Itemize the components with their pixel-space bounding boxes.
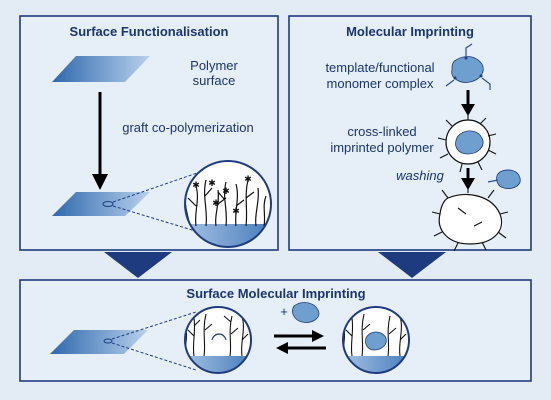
panel-title: Surface Molecular Imprinting [186, 286, 365, 301]
crosslinked-polymer [437, 112, 497, 173]
svg-text:✱: ✱ [244, 175, 252, 185]
template-molecule [292, 302, 320, 323]
surface-cavity-bound [342, 306, 410, 374]
svg-text:✱: ✱ [208, 179, 216, 189]
complex-label-line2: monomer complex [327, 76, 434, 91]
surface-cavity-empty [184, 306, 252, 374]
zoom-spot [102, 201, 114, 207]
grafting-arrow [92, 92, 108, 190]
svg-text:✱: ✱ [212, 199, 220, 209]
panel-surface-functionalisation: Surface Functionalisation Polymer surfac… [19, 15, 279, 251]
released-template [487, 169, 521, 189]
svg-text:✱: ✱ [232, 207, 240, 217]
polymer-surface-slab [52, 56, 150, 82]
polymer-surface-label-line1: Polymer [190, 58, 238, 73]
template-monomer-complex [445, 43, 491, 90]
panel-molecular-imprinting: Molecular Imprinting template/functional… [288, 15, 532, 252]
washing-label: washing [396, 168, 444, 183]
complex-label-line1: template/functional [325, 60, 434, 75]
grafted-surface-slab [52, 192, 150, 216]
grafted-chains-zoom: ✱ ✱ ✱ ✱ ✱ ✱ [184, 160, 272, 248]
panel-title: Surface Functionalisation [70, 24, 229, 39]
panel-surface-molecular-imprinting: Surface Molecular Imprinting [19, 279, 532, 382]
svg-text:✱: ✱ [222, 187, 230, 197]
panel-title: Molecular Imprinting [346, 24, 474, 39]
polymer-label-line2: imprinted polymer [330, 140, 434, 155]
grafting-step-label: graft co-polymerization [122, 120, 254, 135]
imprinted-surface-slab [50, 330, 148, 354]
connector-arrow-right [378, 252, 446, 278]
connector-arrow-left [104, 252, 172, 278]
svg-text:✱: ✱ [192, 181, 200, 191]
rebinding-equilibrium-arrows [274, 330, 326, 354]
arrow-to-crosslinked [461, 90, 475, 116]
imprinted-polymer-cavity [431, 184, 509, 252]
plus-sign: + [280, 304, 288, 319]
polymer-surface-label-line2: surface [193, 73, 236, 88]
polymer-label-line1: cross-linked [347, 124, 416, 139]
